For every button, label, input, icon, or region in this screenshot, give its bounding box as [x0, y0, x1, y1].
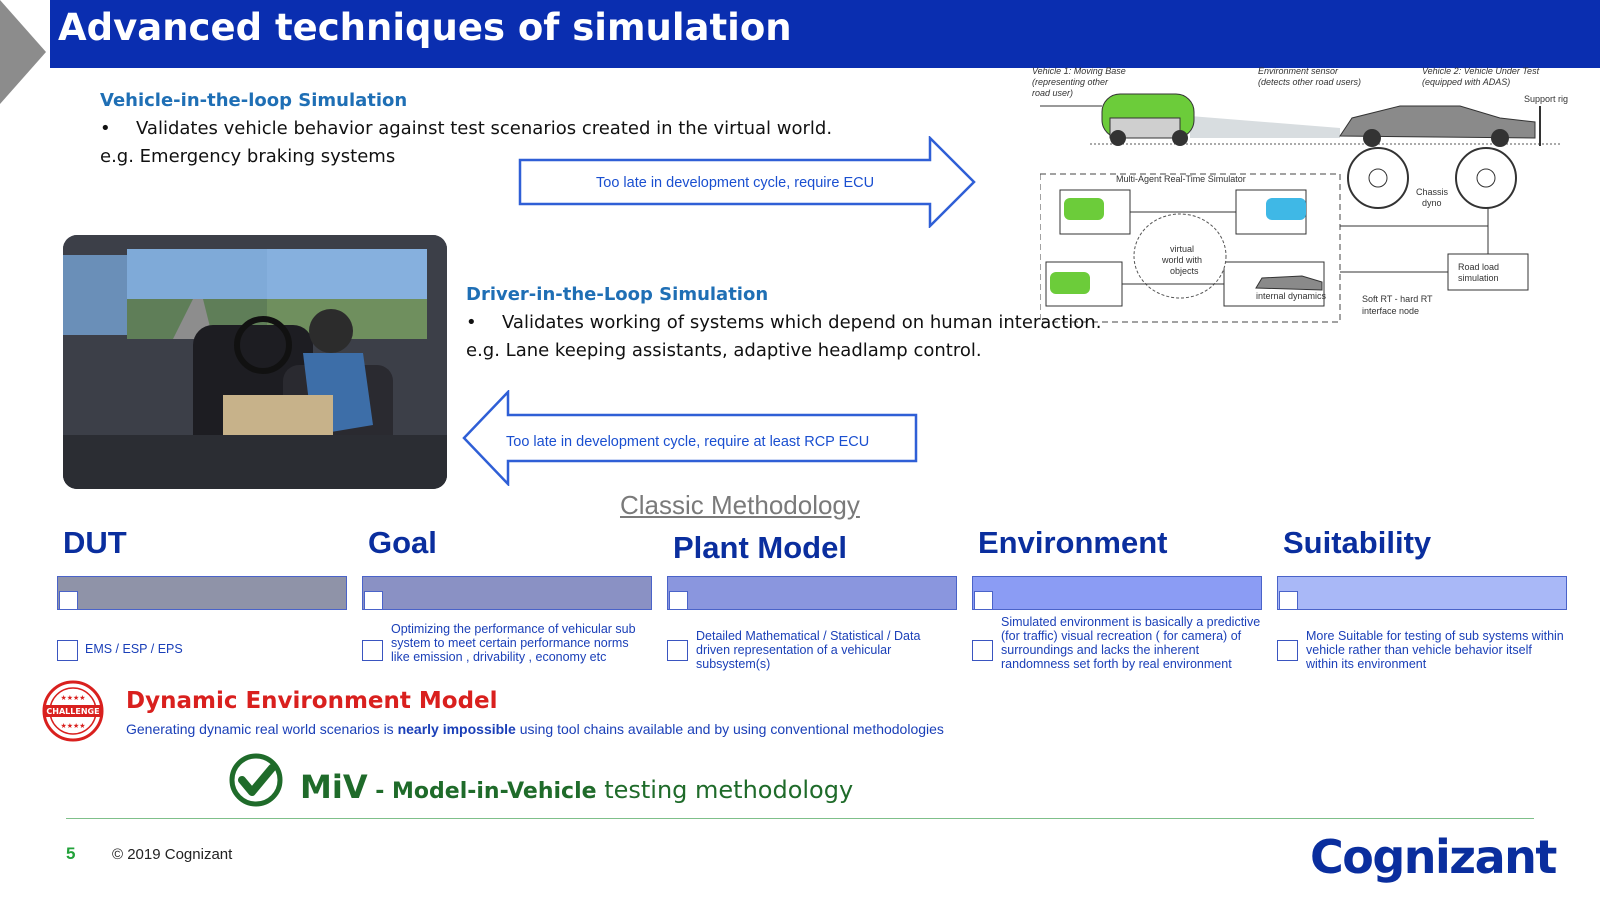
vil-diagram: Vehicle 1: Moving Base (representing oth…: [1032, 66, 1600, 331]
column-desc-checkbox: [1277, 640, 1298, 661]
column-bar-dut: [57, 576, 347, 610]
diagram-multi-agent-label: Multi-Agent Real-Time Simulator: [1116, 174, 1246, 184]
diagram-world-label: world with: [1162, 255, 1203, 265]
miv-heading: MiV - Model-in-Vehicle testing methodolo…: [300, 768, 853, 806]
title-accent-triangle: [0, 0, 46, 104]
bar-checkbox: [59, 591, 78, 610]
challenge-text-bold: nearly impossible: [397, 721, 516, 737]
column-desc-dut: EMS / ESP / EPS: [85, 642, 183, 656]
driver-simulator-illustration: [63, 235, 447, 489]
column-desc-goal: Optimizing the performance of vehicular …: [391, 622, 636, 664]
diagram-v1-label: Vehicle 1: Moving Base: [1032, 66, 1126, 76]
column-desc-plant-model: Detailed Mathematical / Statistical / Da…: [696, 629, 921, 671]
column-desc-checkbox: [972, 640, 993, 661]
diagram-v1-sub1: (representing other: [1032, 77, 1109, 87]
diagram-env-sub: (detects other road users): [1258, 77, 1362, 87]
page-number: 5: [66, 844, 76, 863]
miv-dash: -: [367, 779, 393, 804]
miv-name: Model-in-Vehicle: [392, 779, 597, 804]
column-title-plant-model: Plant Model: [673, 530, 847, 565]
svg-text:CHALLENGE: CHALLENGE: [46, 707, 99, 716]
column-title-dut: DUT: [63, 525, 127, 560]
bullet-glyph: •: [100, 118, 111, 139]
bar-checkbox: [364, 591, 383, 610]
diagram-dyno-label: dyno: [1422, 198, 1442, 208]
slide-title: Advanced techniques of simulation: [58, 6, 792, 49]
dil-bullet-line: • Validates working of systems which depe…: [466, 312, 1101, 333]
column-bar-suitability: [1277, 576, 1567, 610]
diagram-support-label: Support rig: [1524, 94, 1569, 104]
vil-line-1: Validates vehicle behavior against test …: [136, 118, 833, 139]
diagram-v1-sub2: road user): [1032, 88, 1074, 98]
vil-line-2: e.g. Emergency braking systems: [100, 146, 396, 167]
svg-text:★★★★: ★★★★: [60, 722, 85, 730]
column-title-goal: Goal: [368, 525, 437, 560]
diagram-interface-label: interface node: [1362, 306, 1420, 316]
cognizant-logo: Cognizant: [1310, 830, 1557, 884]
diagram-v2-label: Vehicle 2: Vehicle Under Test: [1422, 66, 1540, 76]
diagram-objects-label: objects: [1170, 266, 1199, 276]
dil-line-2: e.g. Lane keeping assistants, adaptive h…: [466, 340, 982, 361]
vil-bullet-line: • Validates vehicle behavior against test…: [100, 118, 832, 139]
column-desc-checkbox: [57, 640, 78, 661]
classic-methodology-title: Classic Methodology: [620, 490, 860, 520]
column-bar-plant-model: [667, 576, 957, 610]
dil-heading: Driver-in-the-Loop Simulation: [466, 284, 769, 305]
diagram-env-label: Environment sensor: [1258, 66, 1339, 76]
diagram-virtual-label: virtual: [1170, 244, 1195, 254]
right-arrow-label: Too late in development cycle, require E…: [596, 175, 875, 191]
column-desc-checkbox: [362, 640, 383, 661]
bar-checkbox: [669, 591, 688, 610]
column-bar-goal: [362, 576, 652, 610]
copyright: © 2019 Cognizant: [112, 846, 233, 863]
left-arrow-label: Too late in development cycle, require a…: [506, 434, 870, 450]
checkmark-badge-icon: [227, 751, 285, 809]
column-title-environment: Environment: [978, 525, 1168, 560]
bullet-glyph: •: [466, 312, 477, 333]
diagram-v2-sub: (equipped with ADAS): [1422, 77, 1511, 87]
diagram-simulation-label: simulation: [1458, 273, 1499, 283]
diagram-chassis-label: Chassis: [1416, 187, 1449, 197]
miv-abbr: MiV: [300, 768, 368, 806]
miv-rest: testing methodology: [596, 776, 854, 804]
diagram-drawing: [1033, 93, 1560, 323]
driver-simulator-photo: [63, 235, 447, 489]
challenge-stamp-icon: CHALLENGE ★★★★ ★★★★: [42, 680, 104, 742]
svg-text:★★★★: ★★★★: [60, 694, 85, 702]
left-arrow-shape: [462, 390, 918, 486]
column-title-suitability: Suitability: [1283, 525, 1432, 560]
challenge-heading: Dynamic Environment Model: [126, 688, 498, 714]
bar-checkbox: [974, 591, 993, 610]
column-desc-checkbox: [667, 640, 688, 661]
dil-line-1: Validates working of systems which depen…: [502, 312, 1102, 333]
diagram-road-load-label: Road load: [1458, 262, 1500, 272]
vil-heading: Vehicle-in-the-loop Simulation: [100, 90, 408, 111]
column-bar-environment: [972, 576, 1262, 610]
diagram-internal-label: internal dynamics: [1256, 291, 1327, 301]
bar-checkbox: [1279, 591, 1298, 610]
column-desc-environment: Simulated environment is basically a pre…: [1001, 615, 1261, 671]
column-desc-suitability: More Suitable for testing of sub systems…: [1306, 629, 1564, 671]
footer-divider: [66, 818, 1534, 819]
diagram-soft-rt-label: Soft RT - hard RT: [1362, 294, 1433, 304]
title-bar: [50, 0, 1600, 68]
challenge-text: Generating dynamic real world scenarios …: [126, 721, 944, 737]
challenge-text-pre: Generating dynamic real world scenarios …: [126, 721, 398, 737]
challenge-text-post: using tool chains available and by using…: [515, 721, 944, 737]
right-arrow-shape: [518, 136, 976, 228]
